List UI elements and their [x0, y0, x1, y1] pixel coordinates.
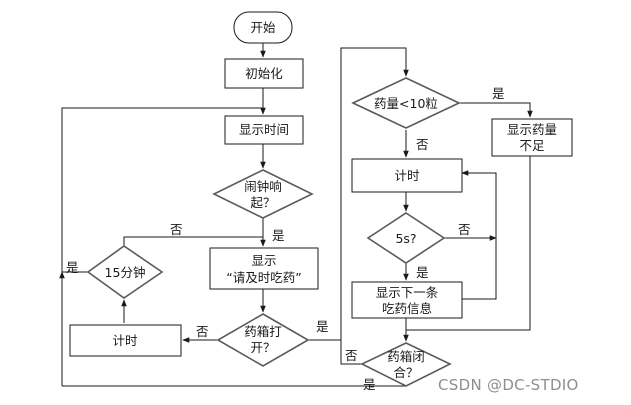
- edge-pill-yes: [459, 102, 533, 118]
- box-open-decision: [216, 313, 310, 367]
- show-time-label: 显示时间: [239, 122, 289, 137]
- box-closed-decision: [360, 342, 452, 387]
- low-stock-node: [491, 118, 573, 157]
- next-info-label-line2: 吃药信息: [382, 301, 432, 316]
- alarm-label-line2: 起？: [250, 195, 275, 210]
- low-stock-label-line2: 不足: [519, 138, 545, 153]
- start-node: [233, 11, 293, 44]
- edge-lowstock-down: [406, 156, 531, 331]
- five-sec-label: 5s?: [395, 231, 416, 246]
- right-timer-label: 计时: [394, 168, 420, 183]
- left-timer-label: 计时: [112, 333, 138, 348]
- pill-check-label: 药量<10粒: [374, 96, 438, 111]
- fifteen-min-yes-label: 是: [66, 260, 79, 275]
- remind-label-line2: “请及时吃药”: [226, 270, 301, 285]
- box-open-yes-label: 是: [316, 319, 329, 334]
- box-open-no-label: 否: [196, 324, 209, 339]
- box-closed-no-label: 否: [345, 348, 358, 363]
- start-label: 开始: [250, 20, 276, 35]
- remind-node: [209, 247, 319, 290]
- edge-nextinfo-loop: [461, 170, 497, 300]
- left-timer-node: [69, 324, 182, 357]
- init-node: [224, 58, 304, 89]
- five-sec-decision: [366, 212, 446, 264]
- connectors: [59, 43, 533, 387]
- edge-boxclosed-no: [340, 340, 362, 365]
- box-closed-label-line2: 合？: [393, 365, 418, 380]
- edge-boxopen-yes: [308, 47, 409, 341]
- edge-loop-top: [61, 107, 263, 272]
- remind-label-line1: 显示: [251, 253, 276, 268]
- box-closed-yes-label: 是: [363, 377, 376, 392]
- box-open-label-line1: 药箱打: [244, 324, 282, 339]
- watermark: CSDN @DC-STDIO: [438, 376, 579, 394]
- low-stock-label-line1: 显示药量: [507, 122, 557, 137]
- five-sec-yes-label: 是: [416, 265, 429, 280]
- alarm-label-line1: 闹钟响: [244, 179, 282, 194]
- init-label: 初始化: [245, 66, 283, 81]
- next-info-node: [351, 281, 463, 319]
- right-timer-node: [351, 158, 463, 193]
- edge-15min-no: [123, 236, 263, 246]
- pill-check-no-label: 否: [416, 137, 429, 152]
- fifteen-min-label: 15分钟: [105, 265, 146, 280]
- box-open-label-line2: 开？: [250, 340, 275, 355]
- pill-check-decision: [351, 77, 461, 129]
- alarm-decision: [212, 169, 314, 219]
- next-info-label-line1: 显示下一条: [376, 285, 439, 300]
- show-time-node: [224, 115, 304, 145]
- five-sec-no-label: 否: [458, 222, 471, 237]
- pill-check-yes-label: 是: [492, 86, 505, 101]
- fifteen-min-decision: [86, 245, 164, 299]
- fifteen-min-no-label: 否: [170, 222, 183, 237]
- box-closed-label-line1: 药箱闭: [387, 349, 425, 364]
- alarm-yes-label: 是: [272, 228, 285, 243]
